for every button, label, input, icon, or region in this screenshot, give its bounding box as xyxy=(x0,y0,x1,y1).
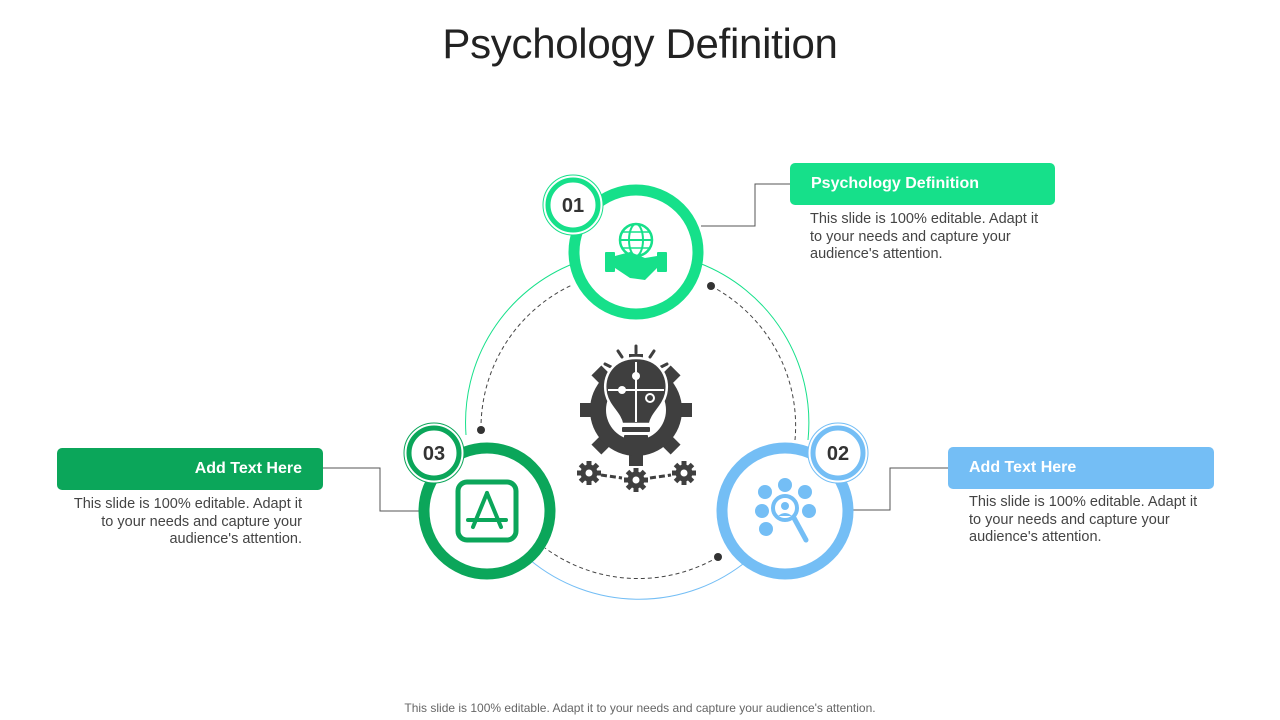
lightbulb-puzzle-gear-icon xyxy=(577,344,696,492)
step-01-badge: 01 xyxy=(542,174,604,236)
people-network-search-icon xyxy=(755,478,816,543)
step-03-number: 03 xyxy=(423,443,445,465)
step-03-description: This slide is 100% editable. Adapt it to… xyxy=(73,496,302,547)
step-02-number: 02 xyxy=(827,443,849,465)
step-03-heading: Add Text Here xyxy=(57,448,323,490)
step-01-number: 01 xyxy=(562,195,584,217)
app-store-icon xyxy=(455,479,519,543)
step-01-description: This slide is 100% editable. Adapt it to… xyxy=(810,211,1039,262)
inner-dashed-ring xyxy=(477,282,797,580)
step-03-circle xyxy=(418,442,556,580)
outer-ring xyxy=(465,262,810,600)
step-02-description: This slide is 100% editable. Adapt it to… xyxy=(969,494,1198,545)
footer-note: This slide is 100% editable. Adapt it to… xyxy=(404,701,876,715)
page-title: Psychology Definition xyxy=(442,20,838,67)
step-02-heading: Add Text Here xyxy=(948,447,1214,489)
step-02-circle xyxy=(716,442,854,580)
connectors xyxy=(322,183,950,512)
step-03-badge: 03 xyxy=(403,422,465,484)
step-01-heading: Psychology Definition xyxy=(790,163,1055,205)
step-02-badge: 02 xyxy=(807,422,869,484)
handshake-globe-icon xyxy=(605,222,667,280)
step-01-circle xyxy=(568,184,704,320)
